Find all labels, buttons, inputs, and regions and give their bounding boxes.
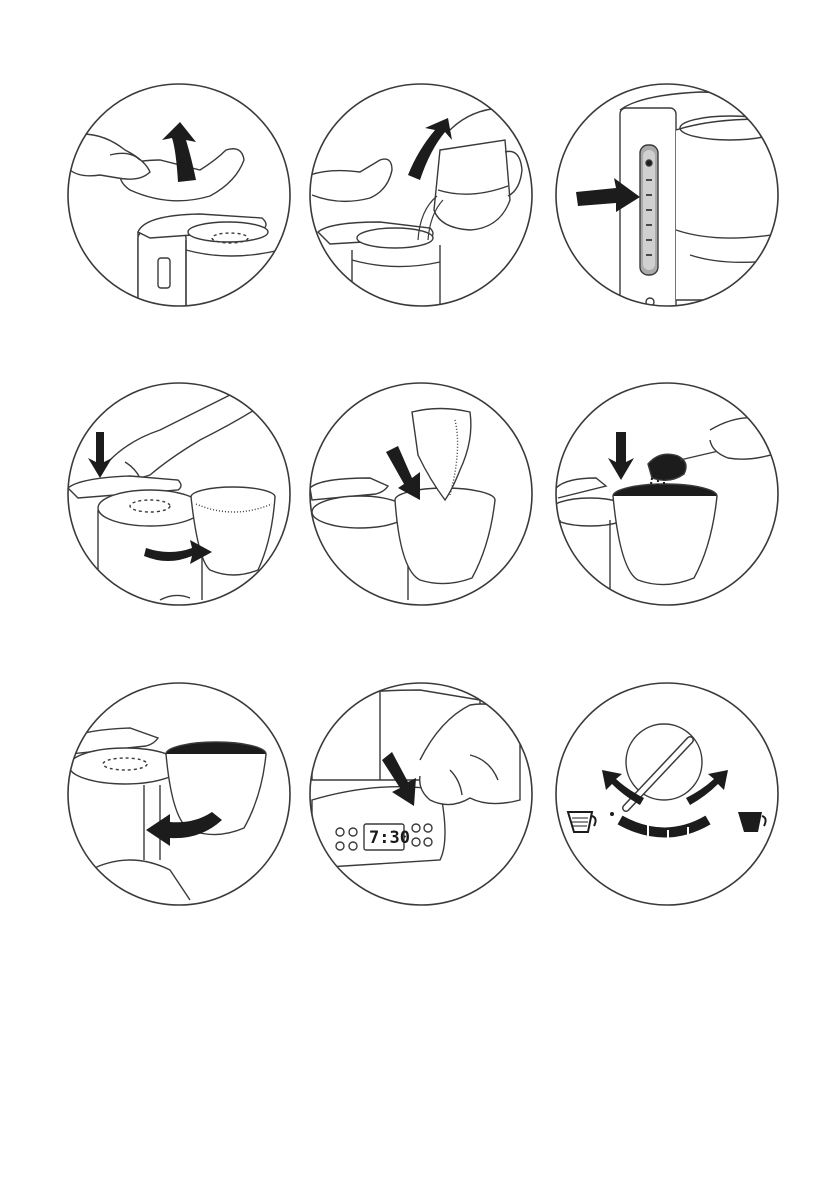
- strong-cup-icon: [738, 812, 762, 832]
- step-1-illustration: [68, 84, 290, 322]
- step-5-illustration: [310, 383, 532, 605]
- step-4-illustration: [68, 383, 290, 605]
- step-9-illustration: [556, 683, 778, 905]
- step-7-illustration: [68, 683, 290, 905]
- arrow-down-icon: [386, 446, 420, 500]
- timer-display: 7:30: [369, 828, 410, 848]
- step-8-illustration: 7:30: [310, 683, 532, 905]
- arrow-down-icon: [608, 432, 634, 480]
- arrow-down-icon: [88, 432, 112, 478]
- step-6-illustration: [548, 383, 780, 605]
- step-3-illustration: [556, 84, 790, 318]
- step-2-illustration: [310, 84, 532, 320]
